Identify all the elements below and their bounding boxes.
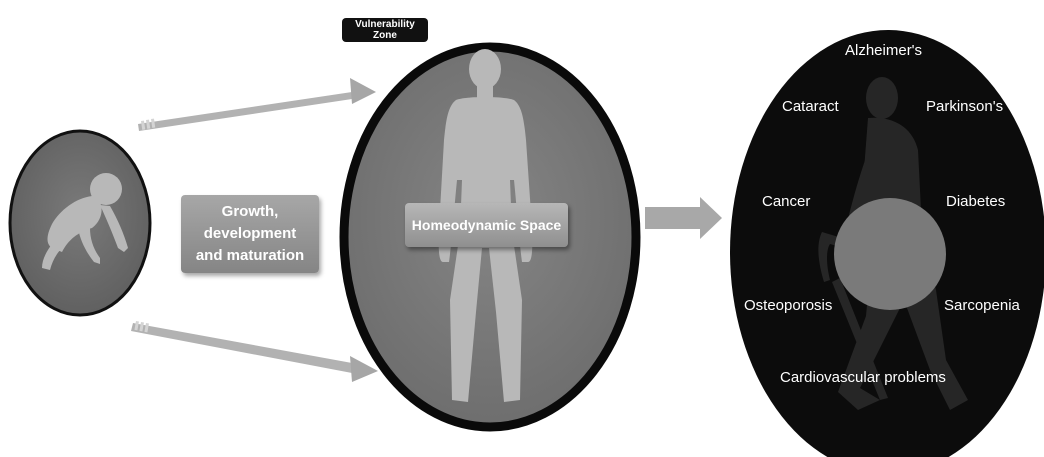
homeodynamic-space-box: Homeodynamic Space [405,203,568,247]
crawling-baby-silhouette-icon [42,173,128,270]
growth-box-line-1: Growth, development [203,203,297,243]
standing-human-silhouette-icon [438,49,533,402]
growth-box-line-2: and maturation [195,246,305,264]
arrow-lower [131,321,378,382]
arrow-to-age-related-diseases [645,197,722,239]
homeodynamic-space-remnant-icon [834,198,946,310]
disease-alzheimers: Alzheimer's [845,42,923,59]
infant-circle [8,129,152,317]
arrow-upper [138,78,376,131]
disease-cancer: Cancer [762,193,811,210]
disease-osteoporosis: Osteoporosis [744,297,833,314]
growth-development-maturation-box: Growth, development and maturation [181,195,319,273]
disease-sarcopenia: Sarcopenia [944,297,1020,314]
disease-parkinsons: Parkinson's [926,98,1004,115]
disease-cataract: Cataract [782,98,839,115]
disease-diabetes: Diabetes [946,193,1006,210]
vulnerability-zone-tag: Vulnerability Zone [342,18,428,42]
vulnerability-zone-label: Vulnerability Zone [355,19,415,41]
homeodynamic-space-label: Homeodynamic Space [411,217,562,233]
age-related-diseases-circle [730,30,1044,457]
disease-cardiovascular-problems: Cardiovascular problems [780,369,946,386]
